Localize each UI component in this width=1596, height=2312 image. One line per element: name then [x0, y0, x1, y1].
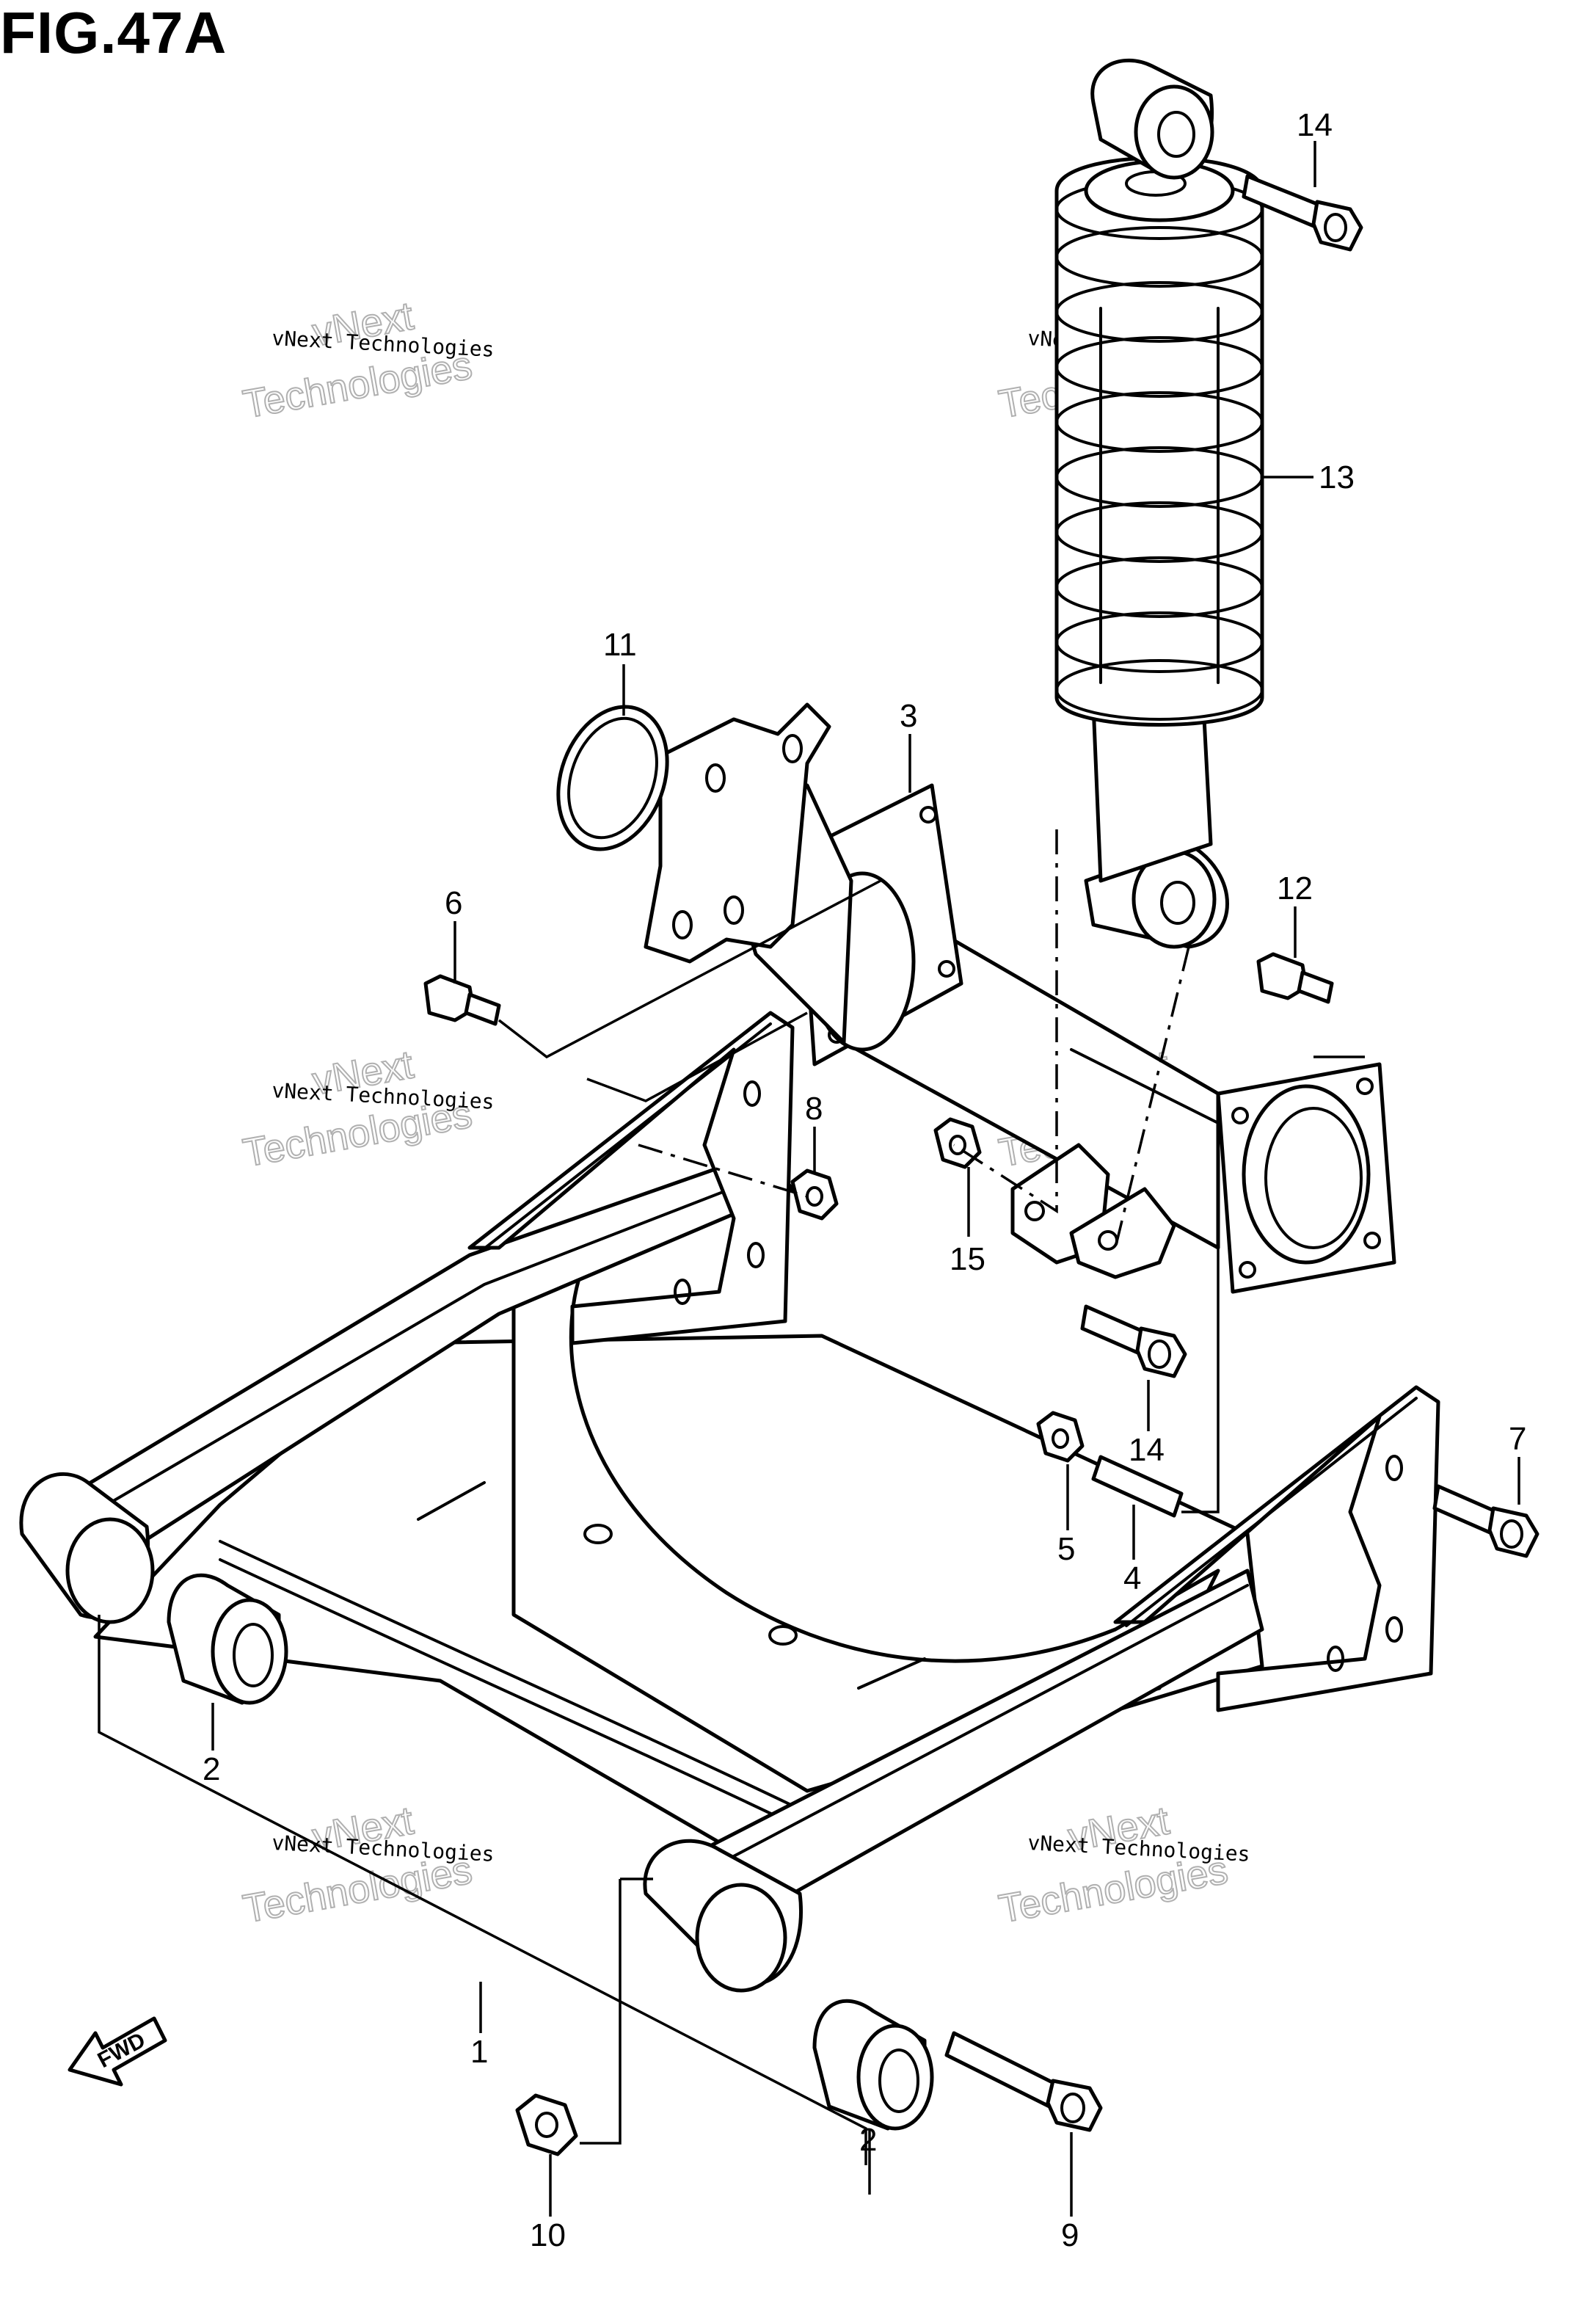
- swing-arm: [19, 1150, 1264, 1993]
- callout-9: 9: [1061, 2217, 1079, 2253]
- bushing-left: [167, 1573, 288, 1705]
- callout-14-lower: 14: [1129, 1432, 1165, 1468]
- callout-13: 13: [1319, 459, 1355, 495]
- forward-arrow-icon: FWD: [68, 2016, 167, 2087]
- nut-8: [790, 1168, 839, 1221]
- stud-4: [1091, 1455, 1184, 1518]
- nut-15: [933, 1117, 982, 1169]
- callout-3: 3: [900, 698, 917, 734]
- callout-1: 1: [470, 2034, 488, 2070]
- right-bracket: [1113, 1385, 1440, 1712]
- assembly-lines: [98, 829, 1365, 2165]
- callout-14-upper: 14: [1297, 107, 1333, 143]
- bolt-14-lower: [1080, 1304, 1187, 1378]
- watermark-caption: vNext Technologies: [272, 326, 495, 362]
- leader-lines: [211, 141, 1520, 2217]
- callout-12: 12: [1277, 870, 1313, 906]
- callout-7: 7: [1509, 1421, 1526, 1457]
- nut-10: [515, 2093, 578, 2156]
- bolt-14-upper: [1242, 174, 1363, 252]
- o-ring: [556, 705, 669, 851]
- callout-6: 6: [445, 885, 462, 921]
- bolt-6: [423, 974, 501, 1026]
- axle-housing: [644, 702, 1396, 1294]
- bolt-7: [1432, 1484, 1539, 1558]
- callout-2-left: 2: [203, 1751, 220, 1787]
- bushing-right: [812, 1999, 934, 2131]
- callout-labels: 14 13 11 3 6 12 8 15 14 5 4 7 2 1 2 9 10: [203, 107, 1526, 2253]
- watermark-caption: vNext Technologies: [272, 1831, 495, 1866]
- callout-11: 11: [603, 627, 637, 663]
- bolt-9: [944, 2031, 1103, 2132]
- left-shock-bracket: [467, 1011, 795, 1345]
- figure-title: FIG.47A: [0, 0, 227, 65]
- callout-5: 5: [1057, 1531, 1075, 1567]
- callout-15: 15: [950, 1241, 985, 1277]
- shock-absorber: [1054, 58, 1264, 949]
- watermark-caption: vNext Technologies: [1027, 1831, 1251, 1866]
- callout-4: 4: [1123, 1560, 1141, 1596]
- callout-8: 8: [805, 1091, 823, 1127]
- bolt-12: [1256, 952, 1334, 1004]
- callout-10: 10: [530, 2217, 566, 2253]
- nut-5: [1036, 1411, 1085, 1463]
- callout-2-right: 2: [859, 2122, 877, 2158]
